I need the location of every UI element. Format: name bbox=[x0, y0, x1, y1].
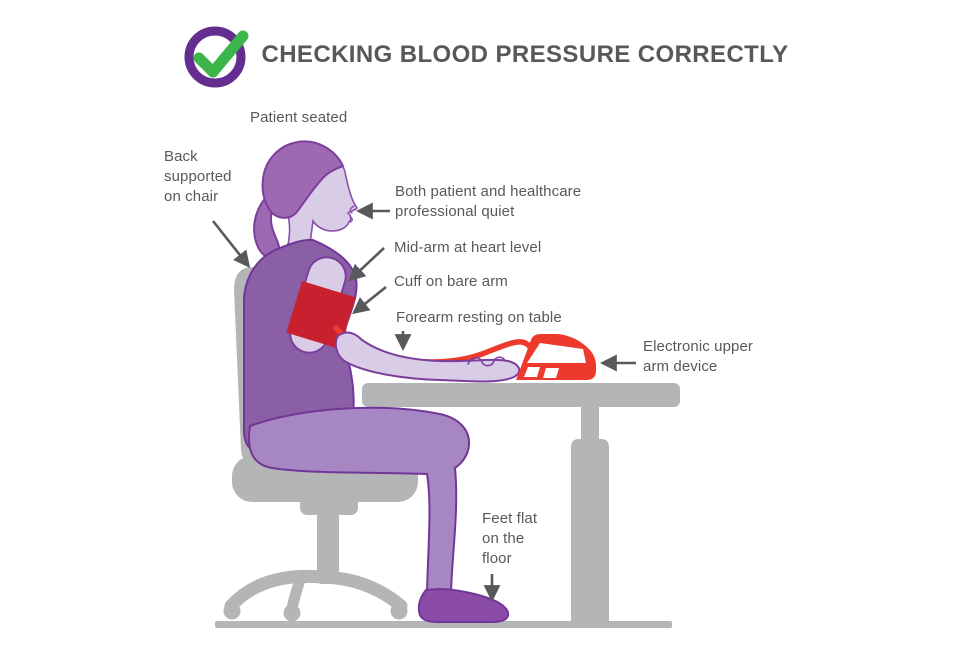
table-top bbox=[362, 383, 680, 407]
label-cuff: Cuff on bare arm bbox=[394, 273, 508, 290]
finger-detail bbox=[467, 356, 506, 367]
nose-mouth-detail bbox=[349, 205, 355, 223]
chair-stem bbox=[317, 506, 339, 584]
label-mid-arm: Mid-arm at heart level bbox=[394, 239, 542, 256]
bp-device bbox=[516, 334, 596, 380]
label-forearm: Forearm resting on table bbox=[396, 309, 562, 326]
forearm-hand bbox=[334, 331, 521, 383]
annotation-arrows bbox=[211, 202, 636, 603]
label-back-supported: Back supported on chair bbox=[164, 148, 232, 205]
table-stem bbox=[581, 405, 599, 445]
device-button bbox=[543, 368, 559, 378]
check-circle-icon bbox=[184, 26, 249, 88]
arrow-back-supported bbox=[211, 220, 251, 268]
label-both-quiet: Both patient and healthcare professional… bbox=[395, 183, 582, 220]
device-screen bbox=[527, 343, 586, 363]
arrow-cuff bbox=[352, 285, 387, 315]
chair-caster bbox=[283, 604, 301, 622]
chair-caster bbox=[223, 602, 241, 620]
label-device: Electronic upper arm device bbox=[643, 338, 753, 375]
page-title: CHECKING BLOOD PRESSURE CORRECTLY bbox=[261, 41, 789, 68]
device-button bbox=[524, 367, 540, 377]
shoe bbox=[417, 587, 510, 623]
label-patient-seated: Patient seated bbox=[250, 109, 348, 126]
chair-base-right bbox=[315, 570, 408, 613]
header: CHECKING BLOOD PRESSURE CORRECTLY bbox=[0, 20, 970, 90]
label-feet-flat: Feet flat on the floor bbox=[482, 510, 538, 567]
arrow-mid-arm bbox=[348, 247, 385, 282]
table-column bbox=[571, 439, 609, 621]
legs bbox=[248, 406, 471, 595]
table bbox=[362, 383, 680, 621]
check-mark bbox=[193, 30, 249, 78]
floor-line bbox=[215, 621, 672, 628]
check-ring bbox=[184, 26, 246, 88]
chair-base-mid bbox=[286, 574, 306, 614]
hair bbox=[261, 140, 345, 219]
chair-caster bbox=[390, 602, 408, 620]
chair-base-left bbox=[224, 569, 329, 613]
